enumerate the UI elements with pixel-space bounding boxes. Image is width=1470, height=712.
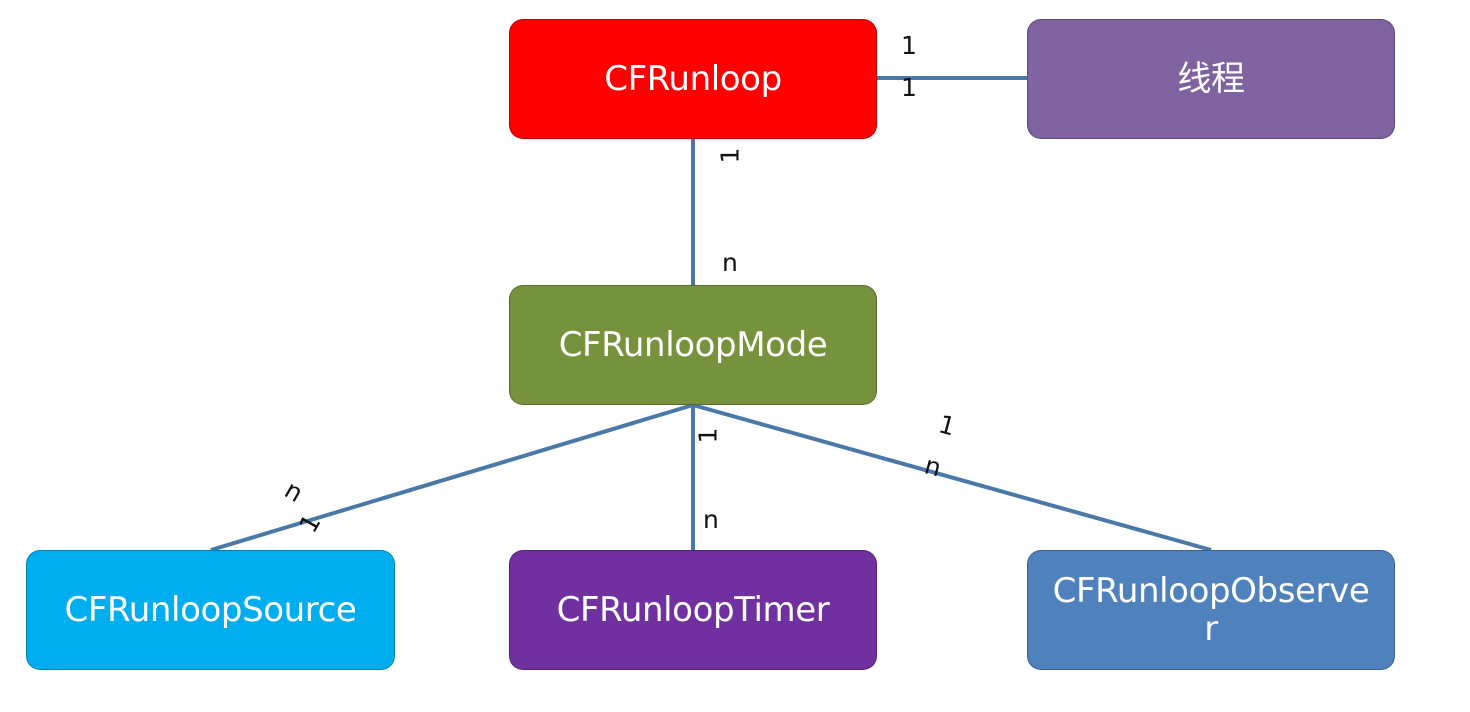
cfrunlooptimer-node[interactable]: CFRunloopTimer	[509, 550, 877, 670]
cfrunlooptimer-label: CFRunloopTimer	[556, 589, 830, 630]
cardinality-runloop-thread-from: 1	[901, 31, 917, 60]
cardinality-runloop-mode-from: 1	[715, 147, 745, 164]
cfrunloopmode-node[interactable]: CFRunloopMode	[509, 285, 877, 405]
cardinality-runloop-thread-to: 1	[901, 73, 917, 102]
cfrunloop-label: CFRunloop	[604, 58, 782, 99]
thread-label: 线程	[1177, 58, 1245, 99]
cfrunloopsource-node[interactable]: CFRunloopSource	[26, 550, 395, 670]
cardinality-runloop-mode-to: n	[722, 248, 738, 277]
cfrunloopmode-label: CFRunloopMode	[558, 324, 828, 365]
edge-mode-source	[210, 403, 694, 552]
thread-node[interactable]: 线程	[1027, 19, 1395, 139]
edge-mode-observer	[692, 403, 1212, 552]
cfrunloopobserver-node[interactable]: CFRunloopObserver	[1027, 550, 1395, 670]
cfrunloop-node[interactable]: CFRunloop	[509, 19, 877, 139]
cfrunloopsource-label: CFRunloopSource	[64, 589, 357, 630]
cfrunloopobserver-label: CFRunloopObserver	[1052, 570, 1370, 649]
cardinality-mode-timer-to: n	[703, 505, 719, 534]
cardinality-mode-timer-from: 1	[693, 427, 723, 444]
